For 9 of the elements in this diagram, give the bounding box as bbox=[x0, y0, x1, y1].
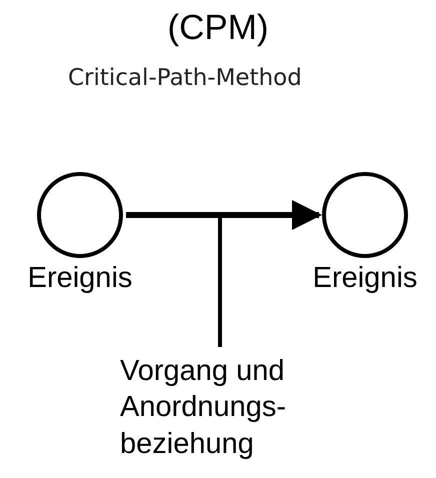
circle-node bbox=[322, 172, 408, 258]
circle-node bbox=[37, 172, 123, 258]
node-label: Vorgang und Anordnungs-beziehung bbox=[120, 353, 335, 462]
arrow bbox=[126, 200, 322, 230]
event-label: Ereignis bbox=[312, 262, 418, 295]
event-label: Ereignis bbox=[26, 262, 134, 295]
leader-line bbox=[218, 218, 222, 347]
title: (CPM) bbox=[166, 10, 270, 45]
subtitle: Critical-Path-Method bbox=[68, 65, 302, 91]
